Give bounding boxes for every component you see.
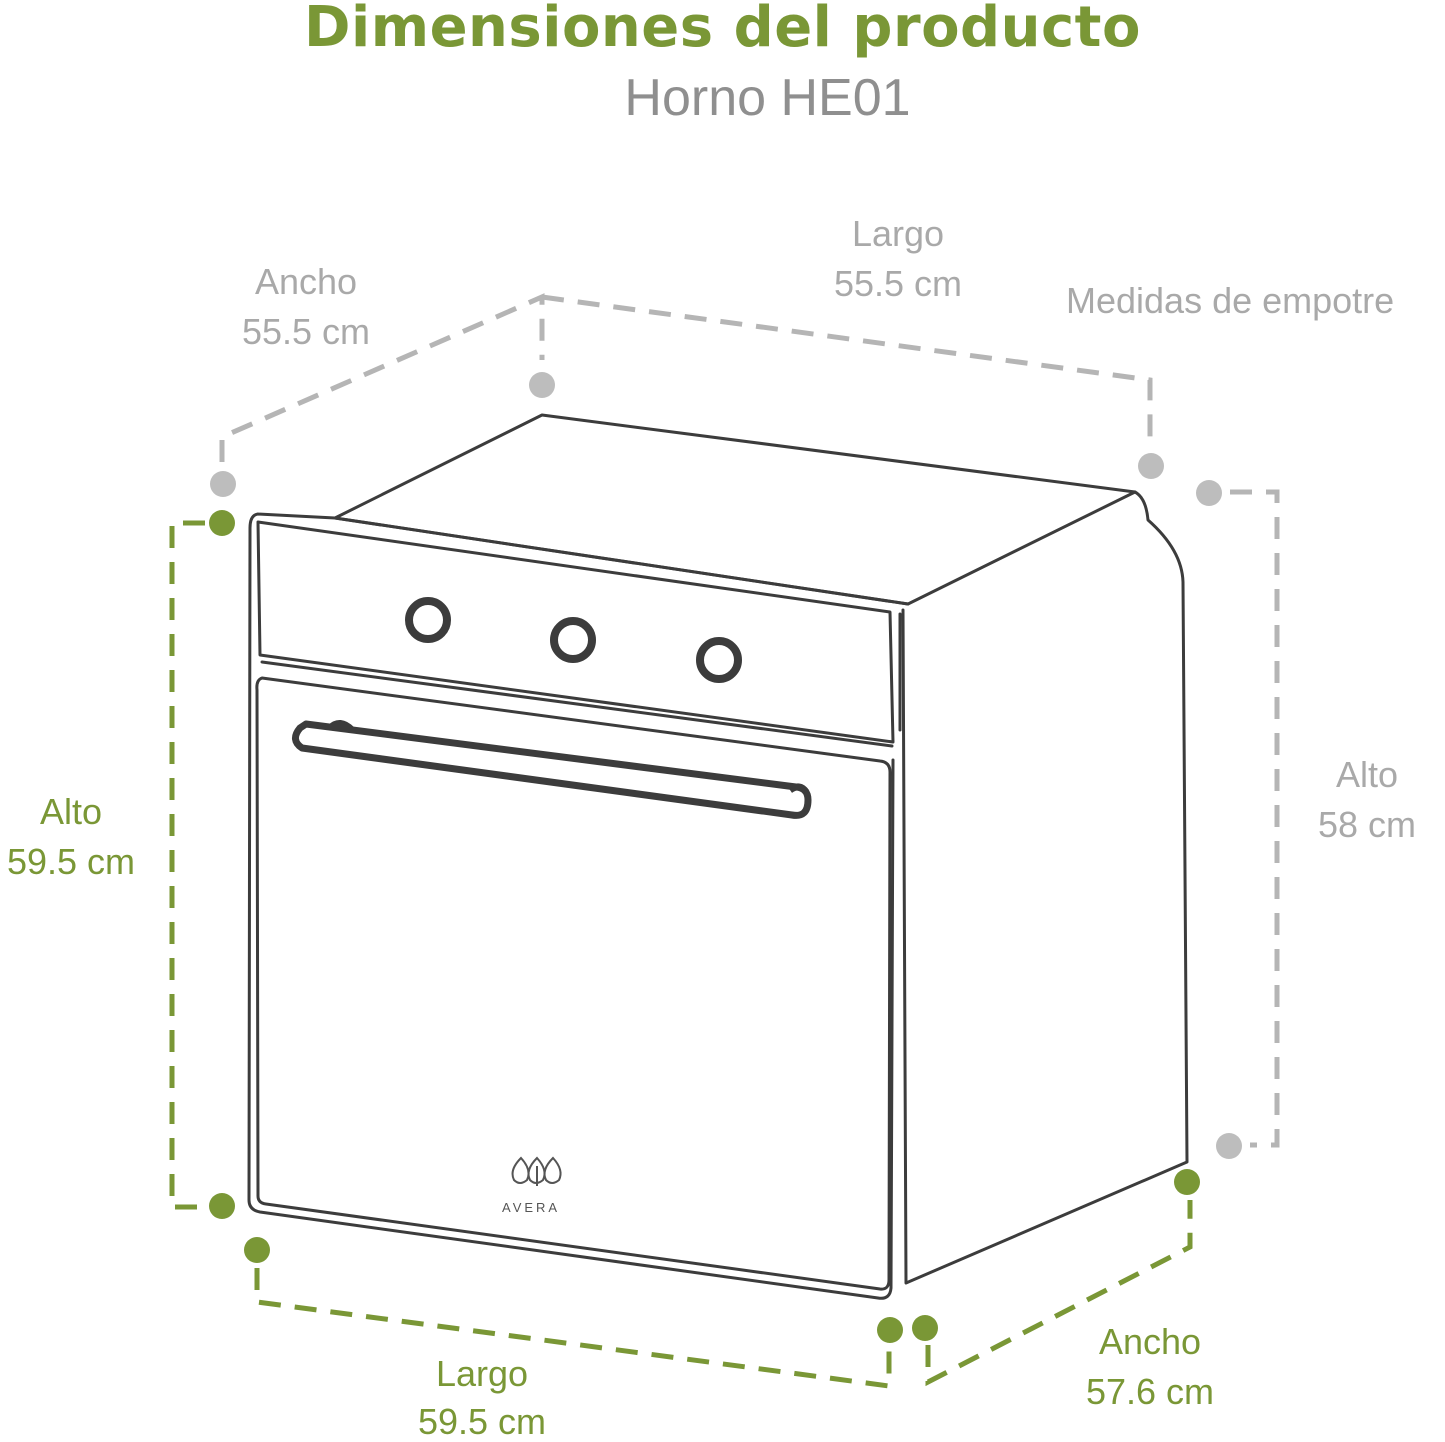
producto-marker [209,1193,235,1219]
avera-leaves-logo-icon [511,1156,562,1186]
empotre-alto-value: 58 cm [1317,804,1417,845]
producto-alto-name: Alto [39,791,103,832]
empotre-marker [1138,453,1164,479]
producto-largo-name: Largo [435,1353,529,1394]
knobs [405,597,742,683]
producto-largo-line [254,1268,892,1389]
producto-marker [912,1315,938,1341]
producto-marker [209,510,235,536]
handle-mount-icon [787,783,809,795]
producto-ancho-name: Ancho [1098,1321,1202,1362]
knob-icon [550,617,596,663]
empotre-marker [210,471,236,497]
producto-alto-value: 59.5 cm [6,841,136,882]
oven-top-face [333,413,1137,606]
empotre-marker [1216,1133,1242,1159]
oven-door [255,676,892,1291]
product-subtitle: Horno HE01 [624,69,911,127]
page-title: Dimensiones del producto [304,0,1141,60]
producto-ancho-value: 57.6 cm [1085,1371,1215,1412]
empotre-alto-name: Alto [1335,754,1399,795]
producto-largo-value: 59.5 cm [417,1401,547,1442]
producto-marker [1174,1169,1200,1195]
empotre-ancho-name: Ancho [254,261,358,302]
handle-bar [292,720,812,819]
oven-control-panel [256,520,895,744]
empotre-ancho-value: 55.5 cm [241,311,371,352]
oven-panel-gap [260,660,894,748]
empotre-note: Medidas de empotre [1066,280,1395,321]
knob-icon [405,597,451,643]
empotre-marker [529,372,555,398]
brand-name: AVERA [502,1200,561,1215]
producto-alto-line [169,520,205,1210]
producto-marker [244,1237,270,1263]
knob-icon [696,637,742,683]
oven-front-frame [247,512,910,1300]
empotre-largo-value: 55.5 cm [833,263,963,304]
oven-right-side [901,490,1189,1285]
producto-marker [877,1317,903,1343]
empotre-markers [210,372,1242,1159]
producto-dimension-lines [169,520,1193,1389]
empotre-ancho-line [219,293,545,462]
handle-mount-icon [327,720,355,733]
empotre-alto-line [1230,489,1280,1148]
empotre-marker [1196,480,1222,506]
empotre-largo-line [541,294,1153,450]
producto-ancho-line [925,1200,1193,1387]
oven-outline [247,413,1189,1300]
door-handle [292,720,812,819]
empotre-dimension-lines [219,293,1280,1148]
empotre-largo-name: Largo [851,213,945,254]
producto-markers [209,510,1200,1343]
